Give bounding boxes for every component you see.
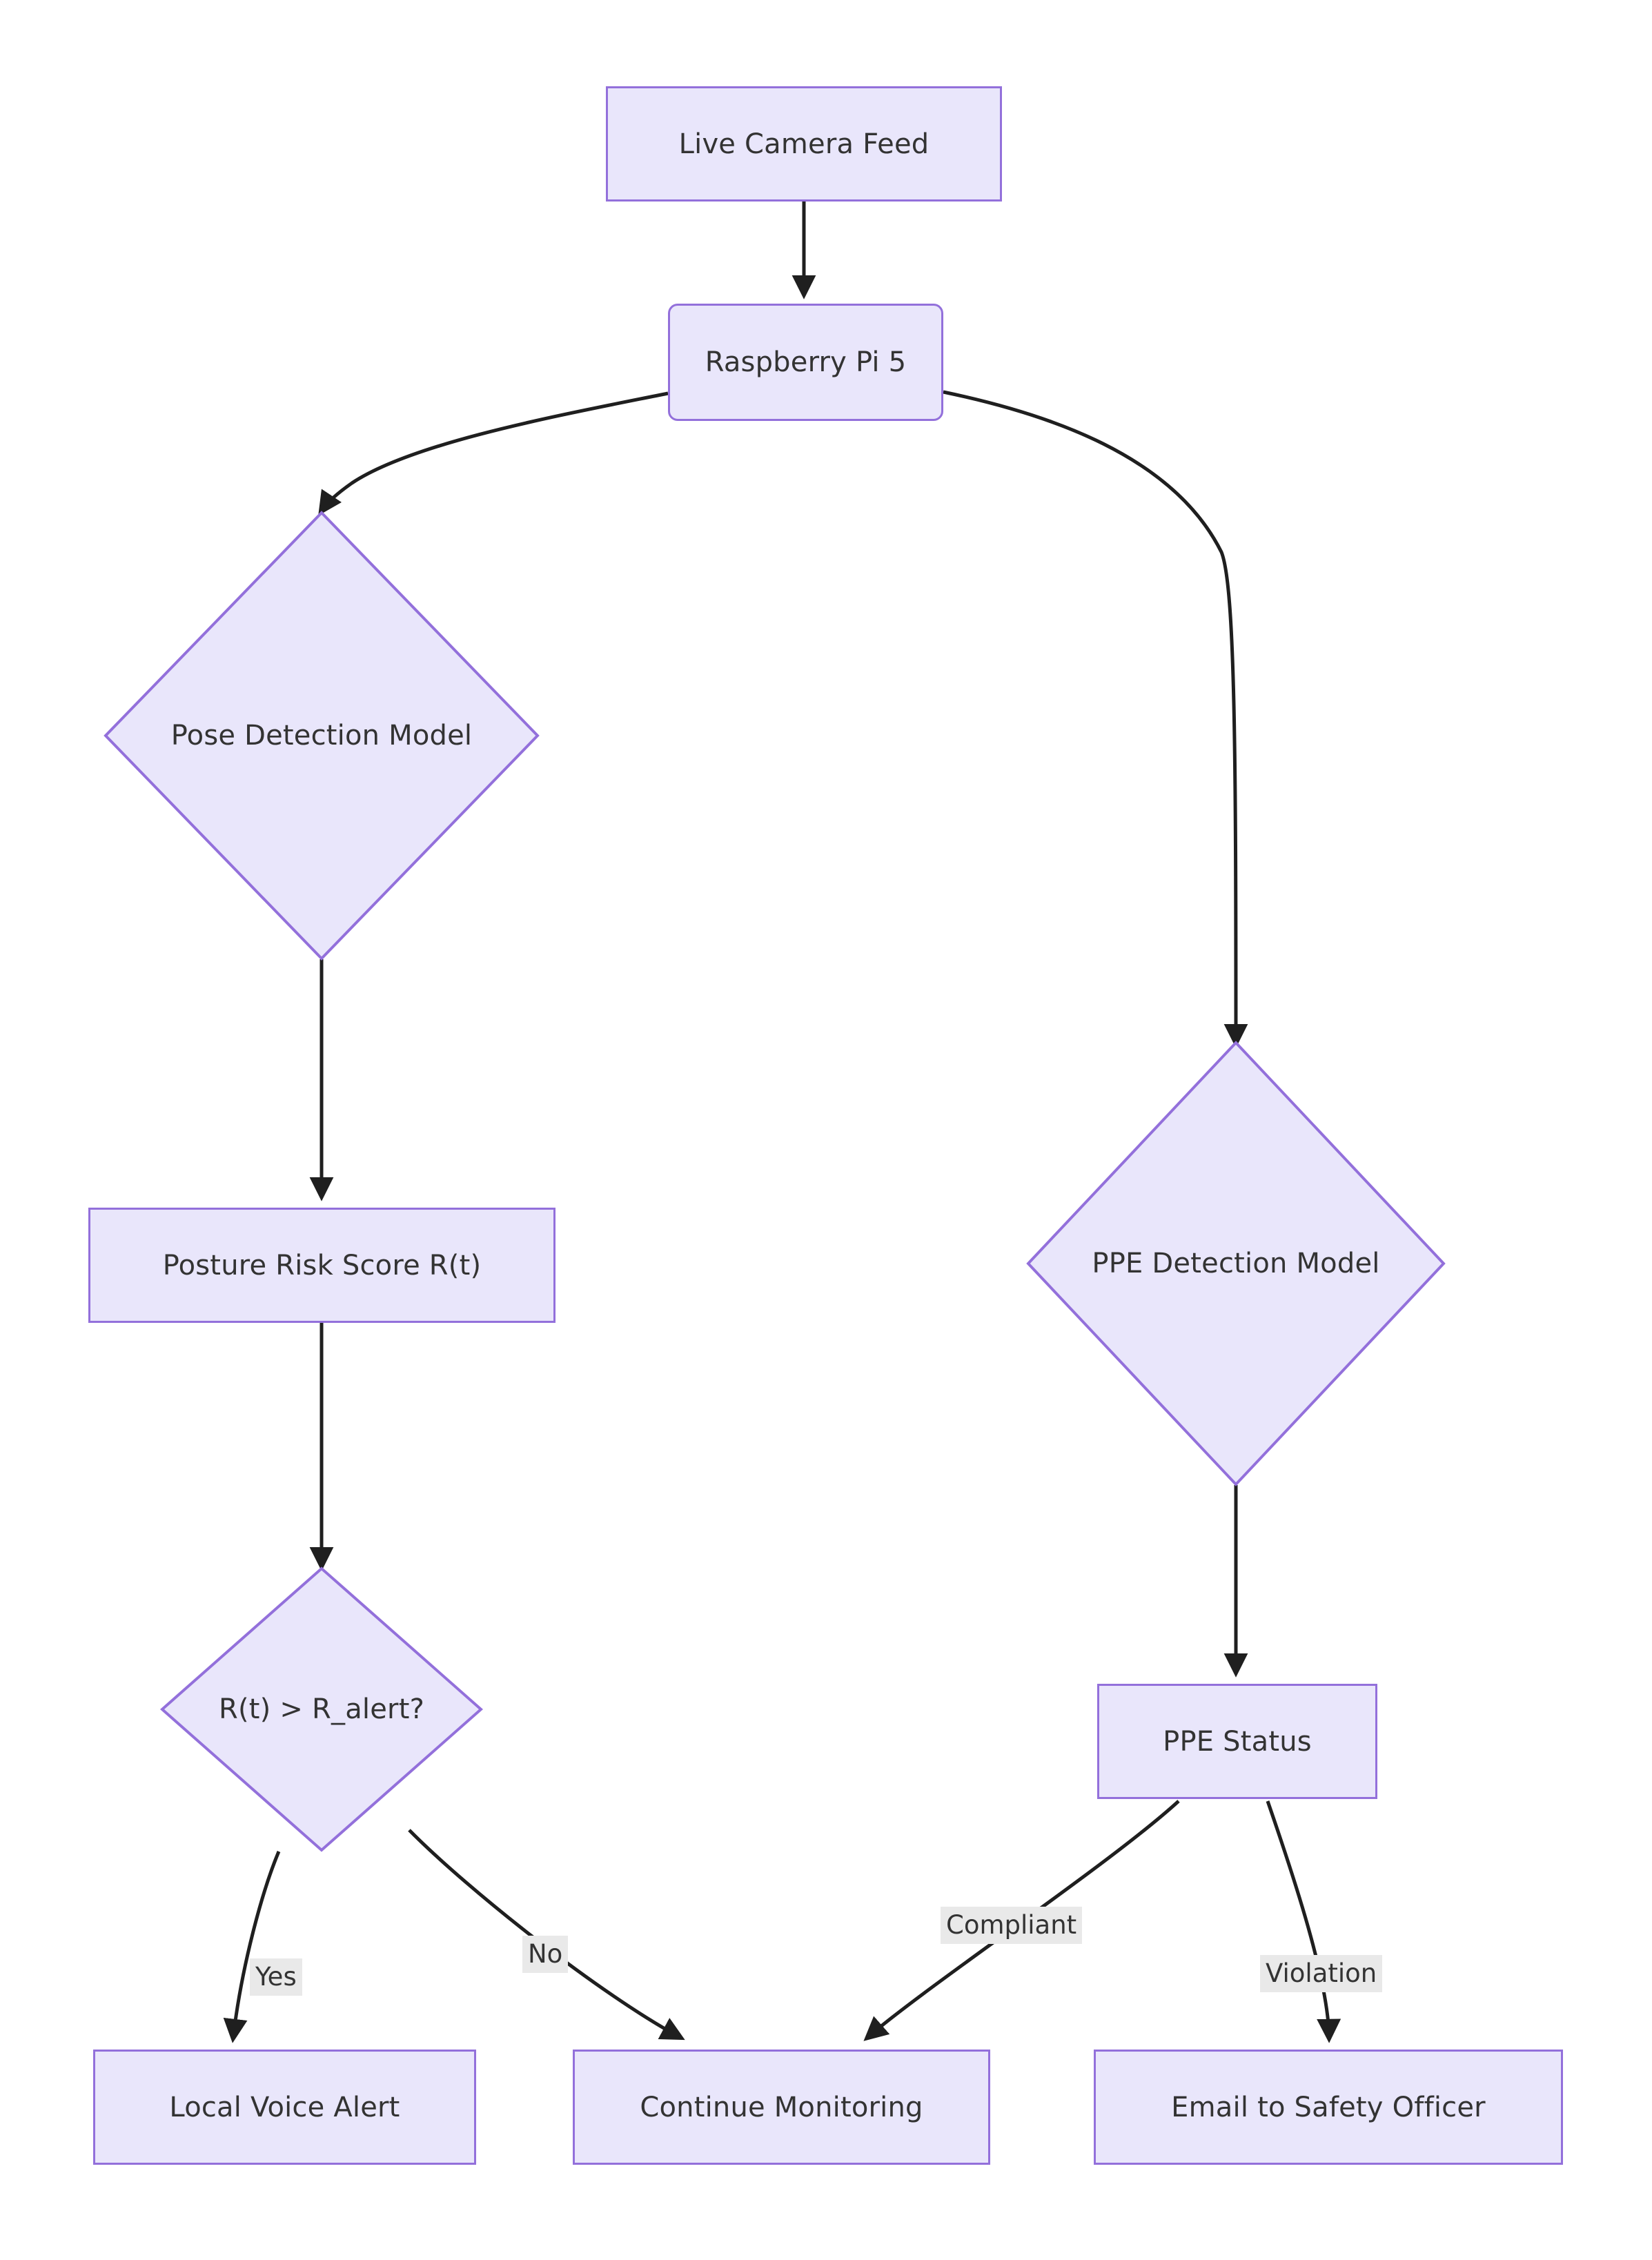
node-label-continue-monitoring: Continue Monitoring <box>640 2091 923 2123</box>
node-label-raspberry-pi-5: Raspberry Pi 5 <box>705 346 907 378</box>
node-label-live-camera-feed: Live Camera Feed <box>678 128 930 160</box>
node-label-email-safety-officer: Email to Safety Officer <box>1171 2091 1486 2123</box>
node-label-ppe-status: PPE Status <box>1163 1725 1312 1758</box>
edge-pi-to-pose <box>318 391 669 516</box>
node-live-camera-feed[interactable]: Live Camera Feed <box>606 86 1002 202</box>
edge-label-violation: Violation <box>1260 1955 1383 1993</box>
edge-decision-yes <box>223 1851 281 2043</box>
diamond-shape-risk-threshold <box>160 1566 483 1852</box>
node-ppe-status[interactable]: PPE Status <box>1097 1684 1377 1799</box>
edge-decision-no <box>408 1829 685 2041</box>
node-label-risk-threshold-decision: R(t) > R_alert? <box>218 1693 425 1725</box>
node-pose-detection-model[interactable]: Pose Detection Model <box>104 511 540 961</box>
node-continue-monitoring[interactable]: Continue Monitoring <box>573 2050 990 2165</box>
node-label-local-voice-alert: Local Voice Alert <box>169 2091 400 2123</box>
node-email-safety-officer[interactable]: Email to Safety Officer <box>1094 2050 1563 2165</box>
node-label-pose-detection-model: Pose Detection Model <box>170 720 473 751</box>
edge-label-yes: Yes <box>250 1958 302 1996</box>
node-local-voice-alert[interactable]: Local Voice Alert <box>93 2050 476 2165</box>
node-raspberry-pi-5[interactable]: Raspberry Pi 5 <box>668 304 943 421</box>
node-label-ppe-detection-model: PPE Detection Model <box>1092 1248 1380 1279</box>
edge-pi-to-ppe <box>943 390 1248 1048</box>
edge-label-no: No <box>522 1936 569 1974</box>
node-posture-risk-score[interactable]: Posture Risk Score R(t) <box>88 1208 555 1323</box>
edge-label-compliant: Compliant <box>941 1907 1083 1945</box>
diamond-shape-ppe-detection <box>1026 1041 1446 1486</box>
diamond-shape-pose-detection <box>104 511 540 961</box>
node-label-posture-risk-score: Posture Risk Score R(t) <box>162 1249 482 1281</box>
node-ppe-detection-model[interactable]: PPE Detection Model <box>1026 1041 1446 1486</box>
edge-status-violation <box>1266 1800 1341 2043</box>
node-risk-threshold-decision[interactable]: R(t) > R_alert? <box>160 1566 483 1852</box>
